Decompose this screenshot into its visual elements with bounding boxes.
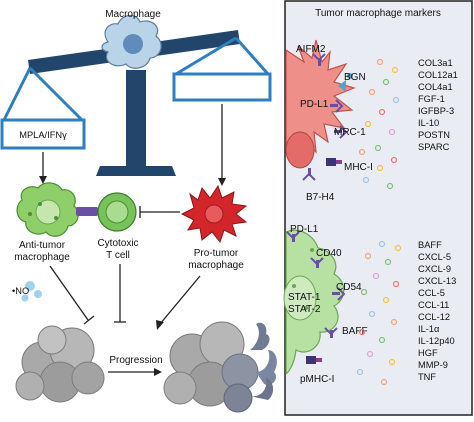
pro-tumor-label-2: macrophage: [188, 260, 244, 271]
bottom-secreted-list: BAFF CXCL-5 CXCL-9 CXCL-13 CCL-5 CCL-11 …: [418, 240, 456, 382]
pro-tumor-label-1: Pro-tumor: [194, 248, 239, 259]
tumor-after: [163, 321, 277, 413]
macrophage-label: Macrophage: [105, 9, 161, 20]
anti-tumor-label-2: macrophage: [14, 252, 70, 263]
anti-tumor-macrophage-cell: [16, 182, 79, 237]
inhibit-t-cell: [139, 206, 180, 218]
anti-tumor-label-1: Anti-tumor: [19, 240, 66, 251]
bottom-secreted-4: CCL-5: [418, 288, 445, 298]
left-pan-label: MPLA/IFNγ: [19, 130, 67, 140]
top-secreted-5: IL-10: [418, 118, 439, 128]
right-panel: Tumor macrophage markers AIFM2 BGN PD-L1…: [283, 0, 473, 416]
bottom-secreted-7: IL-1α: [418, 324, 440, 334]
top-receptors: [302, 53, 353, 181]
left-pan: [0, 118, 86, 150]
top-receptor-3: MRC-1: [334, 127, 366, 138]
top-receptor-5: B7-H4: [306, 192, 335, 203]
bottom-receptor-6: pMHC-I: [300, 374, 334, 385]
bottom-secreted-10: MMP-9: [418, 360, 448, 370]
scale-base: [96, 166, 176, 176]
progression-arrow: [108, 368, 162, 376]
bottom-receptor-1: CD40: [316, 248, 342, 259]
no-label: •NO: [12, 286, 29, 296]
bottom-secreted-3: CXCL-13: [418, 276, 456, 286]
top-secreted-1: COL12a1: [418, 70, 458, 80]
top-secreted-6: POSTN: [418, 130, 450, 140]
scale-pole: [126, 70, 146, 174]
macrophage-cell: [101, 14, 162, 69]
bottom-receptor-4: STAT-2: [288, 304, 321, 315]
bottom-secreted-8: IL-12p40: [418, 336, 455, 346]
top-secreted-dots: [358, 58, 400, 190]
markers-title: Tumor macrophage markers: [315, 8, 441, 19]
right-pan-string: [234, 37, 270, 75]
bottom-secreted-5: CCL-11: [418, 300, 449, 310]
top-receptor-1: BGN: [344, 72, 366, 83]
bottom-secreted-dots: [356, 240, 402, 386]
marker-macrophage-red: [285, 39, 356, 169]
bottom-secreted-2: CXCL-9: [418, 264, 451, 274]
pan-arrows: [39, 104, 226, 186]
bottom-secreted-6: CCL-12: [418, 312, 450, 322]
cytotoxic-label-1: Cytotoxic: [97, 238, 138, 249]
bottom-receptor-0: PD-L1: [290, 224, 319, 235]
tumor-before: [15, 325, 105, 403]
no-bubbles: [21, 281, 42, 302]
cytotoxic-t-cell: [97, 192, 137, 232]
bottom-secreted-9: HGF: [418, 348, 438, 358]
right-pan: [172, 72, 272, 102]
top-receptor-0: AIFM2: [296, 44, 326, 55]
bottom-receptor-3: STAT-1: [288, 292, 321, 303]
progression-label: Progression: [109, 355, 162, 366]
bottom-secreted-0: BAFF: [418, 240, 442, 250]
synapse-connector: [76, 207, 98, 216]
effect-arrows: [49, 264, 201, 330]
bottom-secreted-11: TNF: [418, 372, 436, 382]
top-secreted-list: COL3a1 COL12a1 COL4a1 FGF-1 IGFBP-3 IL-1…: [418, 58, 458, 152]
top-secreted-0: COL3a1: [418, 58, 453, 68]
left-pan-string: [2, 67, 32, 121]
left-pan-string: [28, 66, 84, 122]
bottom-receptor-2: CD54: [336, 282, 362, 293]
top-receptor-2: PD-L1: [300, 99, 329, 110]
cytotoxic-label-2: T cell: [106, 250, 130, 261]
top-secreted-2: COL4a1: [418, 82, 453, 92]
top-secreted-4: IGFBP-3: [418, 106, 454, 116]
bottom-receptor-5: BAFF: [342, 326, 368, 337]
marker-macrophage-green: [283, 229, 345, 376]
bottom-receptors: [286, 231, 346, 364]
right-pan-string: [175, 36, 237, 76]
top-secreted-7: SPARC: [418, 142, 450, 152]
pro-tumor-macrophage-cell: [180, 184, 248, 244]
bottom-secreted-1: CXCL-5: [418, 252, 451, 262]
top-receptor-4: MHC-I: [344, 162, 373, 173]
top-secreted-3: FGF-1: [418, 94, 445, 104]
left-panel: Macrophage MPLA/IFNγ: [0, 9, 277, 413]
